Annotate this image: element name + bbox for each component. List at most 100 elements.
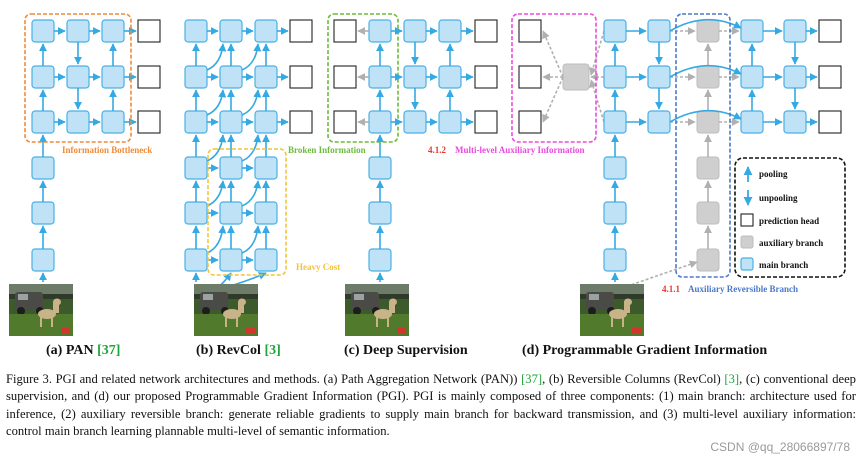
reversible-label: Auxiliary Reversible Branch (688, 284, 798, 294)
input-dog-image (9, 284, 73, 336)
prediction-head (818, 110, 842, 134)
caption-ref-3[interactable]: [3] (724, 372, 740, 386)
main-branch-node (66, 65, 90, 89)
legend-label-auxiliary-branch: auxiliary branch (759, 238, 823, 248)
main-branch-node (647, 110, 671, 134)
main-branch-node (647, 19, 671, 43)
main-branch-node (603, 110, 627, 134)
subcaption-a-label: (a) PAN (46, 343, 94, 358)
flow-arrow (241, 225, 262, 254)
input-dog-image (580, 284, 644, 336)
prediction-head (137, 65, 161, 89)
caption-part-3: , (c) conventional deep supervision, and… (6, 372, 856, 439)
main-branch-node (184, 19, 208, 43)
legend-label-pooling: pooling (759, 169, 788, 179)
main-branch-node (368, 65, 392, 89)
prediction-head (474, 65, 498, 89)
multi-level-label: Multi-level Auxiliary Information (455, 145, 585, 155)
panel-b-revcol: Heavy Cost (184, 19, 340, 291)
main-branch-node (254, 201, 278, 225)
panel-d-pgi: 4.1.2 Multi-level Auxiliary Information (428, 13, 842, 294)
main-branch-node (101, 110, 125, 134)
prediction-head (333, 110, 357, 134)
main-branch-node (31, 19, 55, 43)
main-branch-node (184, 201, 208, 225)
prediction-head (137, 110, 161, 134)
subcaption-c-label: (c) Deep Supervision (344, 343, 468, 358)
main-branch-node (403, 19, 427, 43)
heavy-cost-label: Heavy Cost (296, 262, 340, 272)
subcaption-a-ref[interactable]: [37] (97, 343, 121, 358)
input-dog-image (345, 284, 409, 336)
prediction-head (518, 110, 542, 134)
main-branch-node (368, 19, 392, 43)
flow-arrow (241, 134, 262, 162)
multi-level-number: 4.1.2 (428, 145, 447, 155)
auxiliary-branch-node (696, 65, 720, 89)
watermark: CSDN @qq_28066897/78 (710, 440, 850, 454)
main-branch-node (31, 110, 55, 134)
subcaption-c: (c) Deep Supervision (344, 343, 468, 359)
prediction-head (518, 65, 542, 89)
main-branch-node (783, 65, 807, 89)
main-branch-node (254, 65, 278, 89)
main-branch-node (740, 19, 764, 43)
main-branch-node (184, 65, 208, 89)
main-branch-node (368, 201, 392, 225)
legend-label-main-branch: main branch (759, 260, 808, 270)
reversible-number: 4.1.1 (662, 284, 681, 294)
prediction-head (474, 19, 498, 43)
main-branch-node (740, 65, 764, 89)
main-branch-node (438, 65, 462, 89)
main-branch-node (603, 248, 627, 272)
main-branch-node (66, 110, 90, 134)
main-branch-node (101, 65, 125, 89)
auxiliary-branch-icon (740, 235, 754, 249)
main-branch-node (219, 110, 243, 134)
subcaption-b-ref[interactable]: [3] (264, 343, 281, 358)
pan-prediction-heads (124, 19, 161, 134)
multi-level-auxiliary-box (511, 13, 597, 143)
main-branch-node (219, 19, 243, 43)
main-branch-node (783, 19, 807, 43)
subcaption-b: (b) RevCol [3] (196, 343, 281, 359)
architecture-diagram: Information Bottleneck Heavy Cost Broken… (9, 13, 846, 336)
revcol-grid (184, 19, 313, 291)
caption-part-1: Figure 3. PGI and related network archit… (6, 372, 522, 386)
main-branch-node (31, 201, 55, 225)
prediction-head (818, 19, 842, 43)
flow-arrow (206, 225, 227, 254)
main-branch-node (603, 201, 627, 225)
broken-information-label: Broken Information (288, 145, 366, 155)
main-branch-node (184, 248, 208, 272)
main-branch-node (219, 156, 243, 180)
main-branch-node (603, 65, 627, 89)
legend-box (734, 157, 846, 278)
main-branch-node (254, 248, 278, 272)
flow-arrow (206, 43, 227, 71)
prediction-head (333, 19, 357, 43)
main-branch-node (31, 65, 55, 89)
main-branch-node (31, 156, 55, 180)
caption-ref-37[interactable]: [37] (521, 372, 543, 386)
panel-c-deep-supervision: Broken Information (288, 13, 498, 282)
main-branch-node (101, 19, 125, 43)
subcaption-a: (a) PAN [37] (46, 343, 120, 359)
main-branch-node (219, 248, 243, 272)
prediction-head-icon (740, 213, 754, 227)
heavy-cost-box (207, 148, 287, 276)
main-branch-node (603, 156, 627, 180)
main-branch-node (254, 156, 278, 180)
main-branch-node (603, 19, 627, 43)
auxiliary-branch-node (696, 19, 720, 43)
legend: pooling unpooling prediction head auxili… (734, 157, 846, 278)
main-branch-node (740, 110, 764, 134)
prediction-head (474, 110, 498, 134)
main-branch-node (66, 19, 90, 43)
prediction-head (289, 65, 313, 89)
auxiliary-branch-node (696, 248, 720, 272)
input-dog-image (194, 284, 258, 336)
main-branch-node (403, 65, 427, 89)
flow-arrow (206, 180, 227, 207)
information-bottleneck-label: Information Bottleneck (62, 145, 152, 155)
